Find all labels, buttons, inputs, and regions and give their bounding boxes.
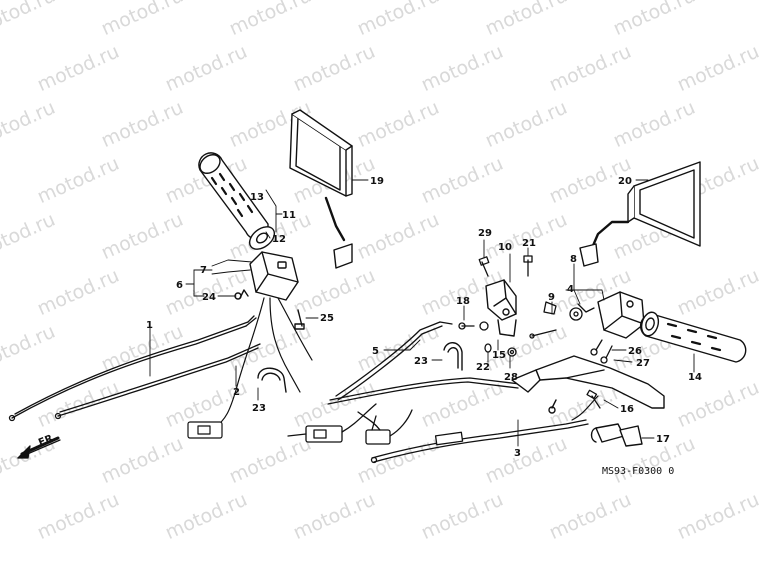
center-connector-a — [287, 403, 377, 443]
callout-21: 21 — [522, 238, 536, 249]
callout-24: 24 — [202, 292, 216, 303]
front-arrow — [17, 436, 61, 459]
switch-17[interactable] — [590, 423, 643, 447]
callout-16: 16 — [620, 404, 634, 415]
lever-pivot-bolt — [586, 389, 601, 409]
right-switch-housing[interactable] — [597, 291, 645, 339]
callout-15: 15 — [492, 350, 506, 361]
left-switch-housing[interactable] — [234, 251, 299, 301]
clamp-23-center[interactable] — [443, 342, 463, 371]
left-mirror[interactable] — [289, 109, 353, 269]
left-grip[interactable] — [196, 151, 278, 254]
clutch-cable-3[interactable] — [370, 419, 589, 464]
callout-10: 10 — [498, 242, 512, 253]
callout-19: 19 — [370, 176, 384, 187]
callout-26: 26 — [628, 346, 642, 357]
callout-2: 2 — [233, 387, 240, 398]
washer-22 — [484, 343, 492, 353]
callout-13: 13 — [250, 192, 264, 203]
bolt-21 — [523, 255, 533, 277]
switch-9[interactable] — [529, 301, 557, 339]
callout-22: 22 — [476, 362, 490, 373]
nut-28 — [507, 347, 517, 357]
callout-17: 17 — [656, 434, 670, 445]
bolt-18 — [458, 321, 489, 331]
callout-4: 4 — [567, 284, 574, 295]
callout-5: 5 — [372, 346, 379, 357]
master-cylinder-bracket[interactable] — [485, 279, 517, 337]
callout-8: 8 — [570, 254, 577, 265]
callout-23-left: 23 — [252, 403, 266, 414]
callout-29: 29 — [478, 228, 492, 239]
center-cable — [327, 377, 521, 405]
callout-11: 11 — [282, 210, 296, 221]
callout-23-center: 23 — [414, 356, 428, 367]
callout-1: 1 — [146, 320, 153, 331]
bolt-29 — [478, 256, 490, 277]
callout-12: 12 — [272, 234, 286, 245]
callout-9: 9 — [548, 292, 555, 303]
callout-3: 3 — [514, 448, 521, 459]
center-connector-b — [357, 409, 413, 445]
callout-6: 6 — [176, 280, 183, 291]
right-grip[interactable] — [639, 310, 747, 363]
callout-28: 28 — [504, 372, 518, 383]
callout-27: 27 — [636, 358, 650, 369]
callout-18: 18 — [456, 296, 470, 307]
brake-switch-wire — [571, 395, 599, 421]
lever-16[interactable] — [511, 355, 665, 414]
front-label: FR. — [37, 432, 58, 449]
left-switch-wiring — [187, 297, 313, 439]
screw-25 — [294, 309, 305, 330]
right-switch-bolts — [569, 303, 613, 364]
throttle-cable-1[interactable] — [8, 315, 257, 422]
diagram-code: MS93-F0300 0 — [602, 466, 674, 477]
clamp-23-left[interactable] — [257, 367, 287, 393]
callout-25: 25 — [320, 313, 334, 324]
cable-5[interactable] — [335, 321, 453, 401]
right-mirror[interactable] — [579, 161, 701, 267]
callout-20: 20 — [618, 176, 632, 187]
callout-14: 14 — [688, 372, 702, 383]
throttle-cable-2[interactable] — [54, 343, 261, 420]
leader-lines — [149, 179, 695, 447]
callout-7: 7 — [200, 265, 207, 276]
